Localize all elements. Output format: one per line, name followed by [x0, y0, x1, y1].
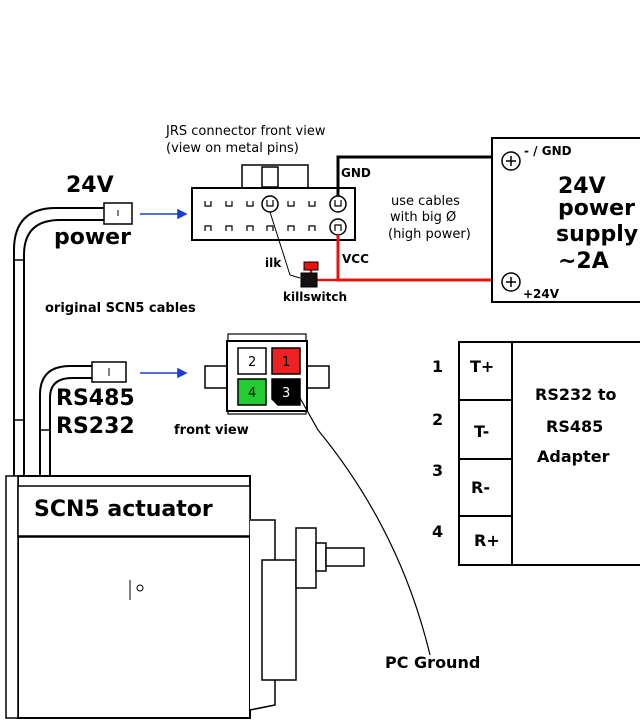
pin-2-label: 2 — [248, 355, 256, 370]
terminal-number: 1 — [432, 357, 443, 376]
cables-note-line1: use cables — [391, 194, 460, 209]
terminal-label: R+ — [474, 531, 500, 550]
terminal-label: T+ — [470, 357, 494, 376]
adapter-title-line1: RS232 to — [535, 385, 616, 404]
psu-title-line4: ~2A — [558, 249, 609, 274]
original-cables-label: original SCN5 cables — [45, 301, 196, 316]
adapter-title-line2: RS485 — [546, 417, 603, 436]
pin-4-label: 4 — [248, 386, 256, 401]
psu-title-line1: 24V — [558, 174, 606, 199]
actuator-label: SCN5 actuator — [34, 497, 213, 522]
vcc-label: VCC — [342, 252, 369, 266]
ilk-label: ilk — [265, 256, 282, 270]
adapter-title-line3: Adapter — [537, 447, 610, 466]
pin-1-label: 1 — [282, 355, 290, 370]
rs485-connector — [204, 333, 330, 415]
pc-ground-label: PC Ground — [385, 653, 480, 672]
jrs-title-line1: JRS connector front view — [165, 124, 326, 139]
psu-24v-label: +24V — [523, 287, 560, 301]
terminal-label: R- — [471, 478, 490, 497]
rs232-label: RS232 — [56, 414, 135, 439]
pin-3-label: 3 — [282, 386, 290, 401]
killswitch-symbol — [300, 261, 319, 288]
front-view-label: front view — [174, 423, 249, 438]
terminal-number: 4 — [432, 522, 443, 541]
terminal-label: T- — [474, 422, 489, 441]
cables-note-line3: (high power) — [388, 227, 471, 242]
power-voltage-label: 24V — [66, 173, 114, 198]
actuator-cables — [13, 207, 104, 476]
actuator-drawing — [5, 475, 365, 719]
terminal-number: 2 — [432, 410, 443, 429]
killswitch-label: killswitch — [283, 290, 347, 304]
power-label: power — [54, 225, 131, 250]
blue-arrows — [140, 208, 188, 379]
terminal-number: 3 — [432, 461, 443, 480]
gnd-label: GND — [341, 166, 371, 180]
jrs-connector — [191, 164, 356, 241]
pc-ground-wire — [299, 397, 431, 656]
adapter-box — [458, 341, 640, 566]
jrs-title-line2: (view on metal pins) — [166, 141, 299, 156]
psu-title-line3: supply — [556, 222, 638, 247]
psu-title-line2: power — [558, 196, 635, 221]
rs485-label: RS485 — [56, 386, 135, 411]
psu-gnd-label: - / GND — [524, 144, 572, 158]
cables-note-line2: with big Ø — [390, 210, 456, 225]
power-supply-box — [491, 137, 640, 303]
